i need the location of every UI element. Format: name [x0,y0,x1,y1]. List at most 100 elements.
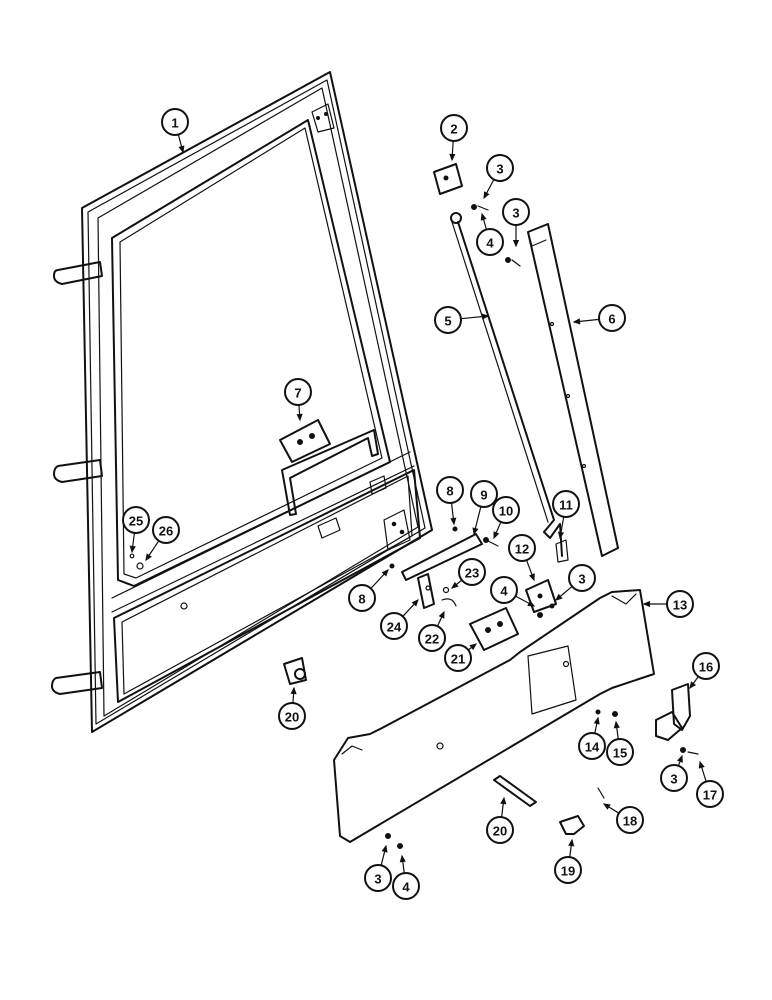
callout-number: 8 [358,592,365,607]
callout-7: 7 [284,378,312,422]
callout-number: 3 [496,162,503,177]
callout-circle [554,856,582,884]
callout-12: 12 [508,534,536,582]
callout-circle [598,304,626,332]
callout-number: 2 [450,122,457,137]
inside-handle [655,683,691,741]
callout-circle [486,154,514,182]
callout-circle [568,564,596,592]
callout-number: 12 [515,542,529,557]
callout-number: 3 [374,872,381,887]
callout-number: 22 [425,632,439,647]
callout-arrowhead [512,239,520,248]
callout-arrowhead [480,212,487,221]
callout-arrowhead [450,581,459,589]
callout-circle [392,872,420,900]
callout-circle [444,644,472,672]
callout-circle [692,652,720,680]
callout-number: 6 [608,312,615,327]
callout-8: 8 [436,476,464,526]
callout-number: 21 [451,652,465,667]
callout-arrowhead [481,313,490,320]
callout-arrowhead [399,854,406,863]
callout-15: 15 [606,720,634,766]
callout-circle [152,516,180,544]
callout-circle [502,198,530,226]
callout-4: 4 [476,212,504,256]
callout-arrowhead [500,796,507,805]
callout-9: 9 [470,480,498,536]
fasteners [385,204,699,849]
callout-26: 26 [145,516,180,562]
callout-circle [666,590,694,618]
callout-arrowhead [493,531,500,540]
callout-4: 4 [490,576,536,607]
callout-3: 3 [364,844,392,892]
callout-arrowhead [296,413,303,422]
callout-circle [458,558,486,586]
callout-circle [436,476,464,504]
callout-3: 3 [660,754,688,792]
callout-number: 9 [480,488,487,503]
callout-number: 26 [159,524,173,539]
callout-circle [440,114,468,142]
callout-circle [616,806,644,834]
callout-arrowhead [449,153,456,162]
callout-circle [418,624,446,652]
callout-arrowhead [483,191,490,200]
callout-14: 14 [578,716,606,760]
latch-plate [469,607,519,651]
callout-circle [284,378,312,406]
callout-arrowhead [528,573,535,582]
callout-arrowhead [689,681,697,690]
callout-arrowhead [642,600,651,608]
callout-arrowhead [438,610,445,619]
callout-8: 8 [348,569,389,612]
callout-number: 14 [585,740,600,755]
callout-arrowhead [129,545,136,554]
callout-number: 4 [402,880,410,895]
callout-circle [552,490,580,518]
callout-circle [660,764,688,792]
callout-number: 20 [493,824,507,839]
callout-circle [508,534,536,562]
callout-number: 24 [387,620,402,635]
callout-arrowhead [527,600,536,607]
callout-circle [476,228,504,256]
window-rod [450,212,563,557]
callout-number: 17 [703,788,717,803]
callout-circle [348,584,376,612]
callout-circle [278,702,306,730]
callout-10: 10 [492,496,520,540]
callout-circle [696,780,724,808]
callout-circle [470,480,498,508]
callout-arrowhead [381,844,388,853]
callout-circle [364,864,392,892]
callout-number: 23 [465,566,479,581]
callout-arrowhead [381,569,389,577]
callout-16: 16 [689,652,720,690]
lower-pin [493,775,537,807]
callout-number: 7 [294,386,301,401]
door-frame [51,71,433,733]
callout-11: 11 [552,490,580,540]
callout-number: 5 [444,314,451,329]
callout-arrowhead [593,716,600,725]
callout-number: 1 [171,116,178,131]
callout-number: 11 [559,498,573,513]
callout-number: 4 [500,584,508,599]
callout-number: 10 [499,504,513,519]
callout-number: 19 [561,864,575,879]
callout-number: 15 [613,746,627,761]
callout-20: 20 [278,686,306,730]
callout-25: 25 [122,506,150,554]
callout-number: 13 [673,598,687,613]
callout-circle [380,612,408,640]
callout-number: 18 [623,814,637,829]
latch-linkage [417,573,457,609]
link-bar [401,533,483,581]
callout-1: 1 [161,108,189,154]
callout-circle [606,738,634,766]
callout-arrowhead [613,720,620,729]
